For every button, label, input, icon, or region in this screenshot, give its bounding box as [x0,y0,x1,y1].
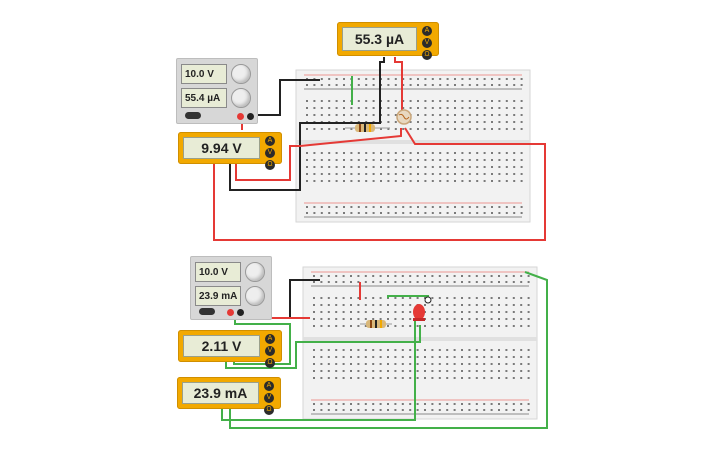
psu1-power-switch[interactable] [185,112,201,119]
mode-a-icon[interactable]: A [422,26,432,36]
probe-marker[interactable] [424,296,432,304]
mode-ohm-icon[interactable]: Ω [265,160,275,170]
ammeter-2-display: 23.9 mA [182,382,259,404]
voltmeter-1-display: 9.94 V [183,137,260,159]
voltmeter-1[interactable]: 9.94 V A V Ω [178,132,282,170]
mode-v-icon[interactable]: V [265,346,275,356]
power-supply-1[interactable]: 10.0 V 55.4 µA [176,58,258,124]
voltmeter-2[interactable]: 2.11 V A V Ω [178,330,282,368]
mode-ohm-icon[interactable]: Ω [265,358,275,368]
mode-v-icon[interactable]: V [264,393,274,403]
mode-v-icon[interactable]: V [422,38,432,48]
psu1-positive-terminal[interactable] [237,113,244,120]
psu1-current-display: 55.4 µA [181,88,227,108]
mode-a-icon[interactable]: A [264,381,274,391]
mode-v-icon[interactable]: V [265,148,275,158]
psu2-current-knob[interactable] [245,286,265,306]
psu2-power-switch[interactable] [199,308,215,315]
psu1-negative-terminal[interactable] [247,113,254,120]
ammeter-top[interactable]: 55.3 µA A V Ω [337,22,439,60]
ammeter-2[interactable]: 23.9 mA A V Ω [177,377,281,415]
wires-circuit-1[interactable] [213,57,546,241]
psu2-positive-terminal[interactable] [227,309,234,316]
meter-mode-selector[interactable]: A V Ω [265,334,277,370]
voltmeter-2-display: 2.11 V [183,335,260,357]
resistor-1[interactable] [345,124,390,132]
led-red[interactable] [413,304,425,321]
mode-ohm-icon[interactable]: Ω [264,405,274,415]
psu2-voltage-knob[interactable] [245,262,265,282]
mode-a-icon[interactable]: A [265,334,275,344]
psu2-current-display: 23.9 mA [195,286,241,306]
psu2-voltage-display: 10.0 V [195,262,241,282]
mode-ohm-icon[interactable]: Ω [422,50,432,60]
meter-mode-selector[interactable]: A V Ω [265,136,277,172]
meter-mode-selector[interactable]: A V Ω [264,381,276,417]
power-supply-2[interactable]: 10.0 V 23.9 mA [190,256,272,320]
ammeter-top-display: 55.3 µA [342,27,417,51]
breadboard-1[interactable] [295,69,531,223]
psu1-voltage-display: 10.0 V [181,64,227,84]
psu2-negative-terminal[interactable] [237,309,244,316]
resistor-2[interactable] [360,320,392,328]
photoresistor[interactable] [396,109,412,125]
psu1-voltage-knob[interactable] [231,64,251,84]
meter-mode-selector[interactable]: A V Ω [422,26,434,62]
mode-a-icon[interactable]: A [265,136,275,146]
psu1-current-knob[interactable] [231,88,251,108]
